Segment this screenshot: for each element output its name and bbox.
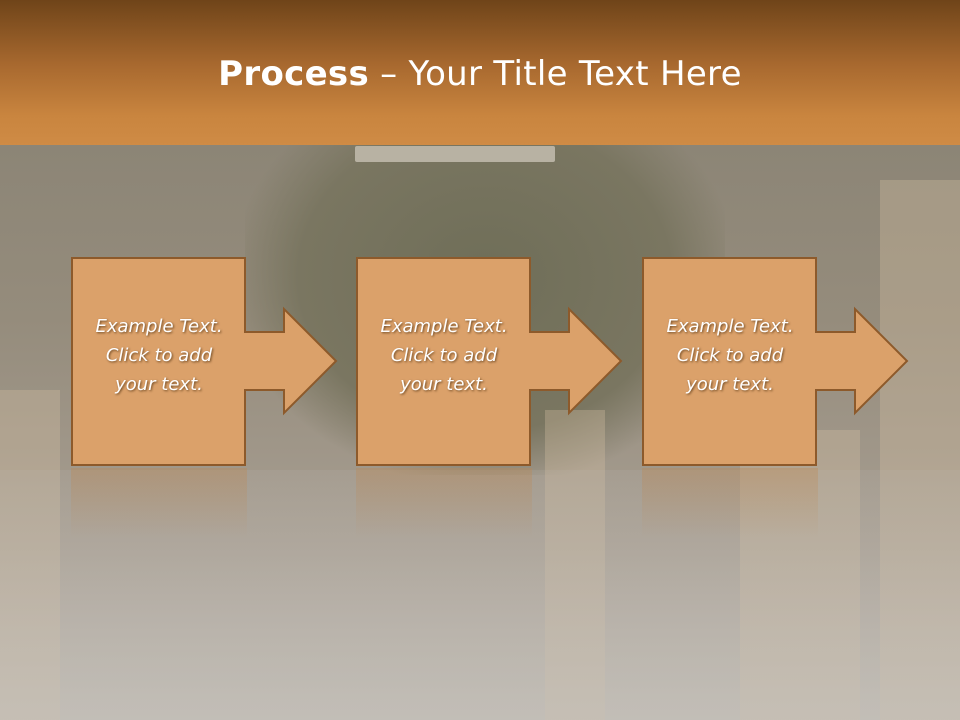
step-text[interactable]: Example Text. Click to add your text. <box>644 312 816 399</box>
lake-area <box>355 146 555 162</box>
step-text-line: Example Text. <box>95 316 223 337</box>
step-reflection <box>642 468 818 538</box>
step-text-line: your text. <box>115 374 203 395</box>
step-text-line: Click to add <box>676 345 784 366</box>
step-text-line: Example Text. <box>380 316 508 337</box>
step-text[interactable]: Example Text. Click to add your text. <box>73 312 245 399</box>
arrow-box-shape <box>356 257 623 466</box>
step-text-line: Example Text. <box>666 316 794 337</box>
bottom-fade <box>0 470 960 720</box>
step-text[interactable]: Example Text. Click to add your text. <box>358 312 530 399</box>
title-bold-part: Process <box>218 54 370 94</box>
title-rest-part: – Your Title Text Here <box>369 54 742 94</box>
step-text-line: your text. <box>400 374 488 395</box>
title-bar: Process – Your Title Text Here <box>0 0 960 145</box>
arrow-box-shape <box>642 257 909 466</box>
step-text-line: Click to add <box>105 345 213 366</box>
step-text-line: your text. <box>686 374 774 395</box>
arrow-box-shape <box>71 257 338 466</box>
step-text-line: Click to add <box>390 345 498 366</box>
process-step-2[interactable]: Example Text. Click to add your text. <box>356 257 706 467</box>
step-reflection <box>71 468 247 538</box>
process-step-1[interactable]: Example Text. Click to add your text. <box>71 257 421 467</box>
process-step-3[interactable]: Example Text. Click to add your text. <box>642 257 960 467</box>
step-reflection <box>356 468 532 538</box>
slide-title[interactable]: Process – Your Title Text Here <box>0 52 960 96</box>
